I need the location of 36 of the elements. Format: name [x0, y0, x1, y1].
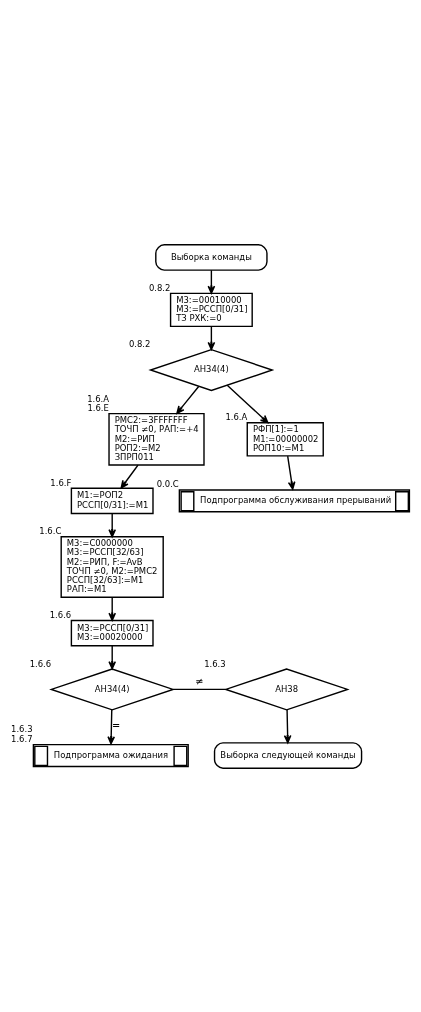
arrow	[283, 708, 292, 743]
node-label: 0.0.C	[156, 478, 179, 489]
node-box: Выборка следующей команды	[213, 741, 363, 769]
node-label: 1.6.3	[204, 658, 226, 669]
node-label: 0.8.2	[148, 282, 171, 293]
node-label: 1.6.F	[50, 477, 72, 488]
node-box: М3:=РССП[0/31] М3:=00020000	[70, 619, 154, 646]
arrow	[176, 385, 200, 414]
arrow	[108, 596, 117, 621]
node-label: 1.6.6	[29, 658, 52, 669]
arrow	[120, 463, 139, 489]
arrow	[287, 454, 296, 490]
connector	[172, 688, 227, 690]
node-box: РФП[1]:=1 М1:=00000002 РОП10:=М1	[246, 421, 324, 457]
node-box: М3:=C0000000 М3:=РССП[32/63] М2:=РИП, F:=AvB ТОЧП ≠0, М2:=РМС2 РССП[32/63]:=М1 РАП:=М1	[60, 535, 164, 598]
arrow	[108, 644, 117, 669]
node-box: М1:=РОП2 РССП[0/31]:=М1	[70, 487, 154, 514]
node-box: М3:=00010000 М3:=РССП[0/31] ТЗ РХК:=0	[169, 292, 253, 327]
node-diamond: АН34(4)	[49, 667, 176, 711]
node-diamond: АН34(4)	[148, 348, 275, 391]
edge-label: =	[111, 719, 121, 731]
arrow	[226, 384, 269, 423]
node-diamond: АН38	[223, 667, 350, 711]
node-box: РМС2:=3FFFFFFF ТОЧП ≠0, РАП:=+4 М2:=РИП РОП2:=М2 ЗПРП011	[108, 412, 205, 466]
edge-label: ≠	[195, 675, 204, 687]
node-label: 1.6.A	[87, 393, 110, 404]
node-label: 1.6.3	[11, 723, 33, 734]
node-box: Выборка команды	[155, 243, 268, 271]
node-label: 1.6.7	[11, 733, 33, 744]
node-label: 1.6.A	[225, 411, 248, 422]
arrow	[107, 708, 116, 745]
arrow	[108, 512, 117, 537]
node-label: 1.6.6	[49, 609, 72, 620]
node-label: 1.6.E	[87, 402, 109, 413]
node-label: 0.8.2	[128, 338, 151, 349]
node-label: 1.6.C	[39, 525, 62, 536]
